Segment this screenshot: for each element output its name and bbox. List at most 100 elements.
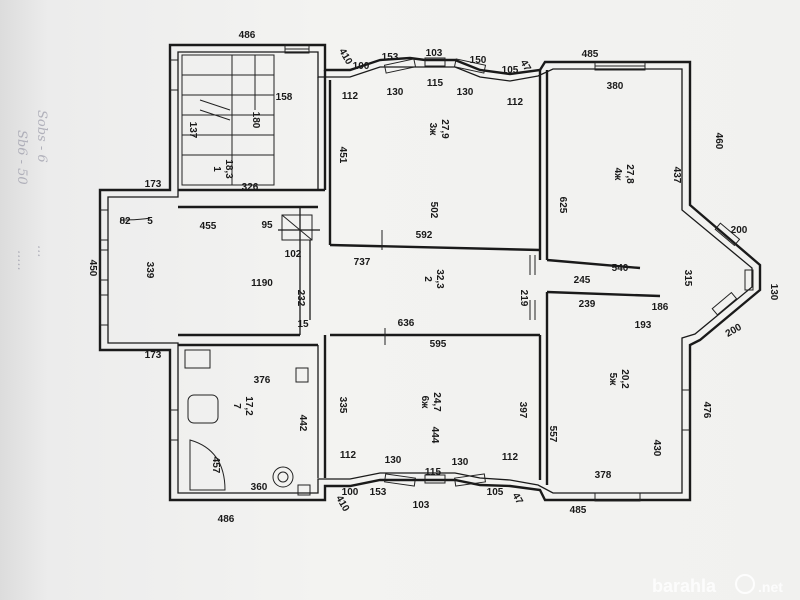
window-dimension: 112 [342,91,359,102]
outer-dimension: 100 [353,61,370,72]
outer-dimension: 485 [570,505,587,516]
interior-dimension: 397 [517,402,528,419]
outer-dimension: 47 [518,58,533,74]
window-dimension: 115 [425,467,442,478]
interior-dimension: 455 [200,221,217,232]
interior-walls [178,70,661,485]
outer-dimension: 486 [218,514,235,525]
interior-dimension: 737 [354,257,371,268]
room-number: 5ж [607,373,618,387]
outer-dimension: 200 [731,225,748,236]
outer-dimension: 130 [768,284,779,301]
room-number: 2 [422,276,433,282]
interior-dimension: 232 [295,290,306,307]
interior-dimension: 380 [607,81,624,92]
interior-dimension: 378 [595,470,612,481]
outer-dimension: 486 [239,30,256,41]
interior-dimension: 360 [251,482,268,493]
interior-dimension: 430 [651,440,662,457]
outer-dimension: 105 [502,65,519,76]
outer-dimension: 200 [724,322,744,340]
interior-dimension: 502 [428,202,439,219]
outer-dimension: 173 [145,350,162,361]
svg-text:.net: .net [758,579,783,595]
interior-dimension: 239 [579,299,596,310]
interior-dimension: 437 [671,167,682,184]
interior-dimension: 95 [261,220,273,231]
room-area: 18,3 [223,159,234,179]
interior-dimension: 5 [147,216,153,227]
window-dimension: 130 [387,87,404,98]
svg-text:Sobs - 6: Sobs - 6 [34,110,49,163]
room-number: 7 [231,403,242,409]
interior-dimension: 193 [635,320,652,331]
interior-dimension: 180 [250,112,261,129]
interior-dimension: 540 [612,263,629,274]
outer-dimension: 173 [145,179,162,190]
room-number: 6ж [419,396,430,410]
outer-dimension: 450 [87,260,98,277]
interior-dimension: 457 [210,457,221,474]
window-dimension: 112 [507,97,524,108]
interior-dimension: 15 [297,319,309,330]
outer-dimension: 460 [713,133,724,150]
outer-dimension: 103 [426,48,443,59]
room-area: 20,2 [619,369,630,389]
svg-text:.....: ..... [14,250,29,271]
interior-dimension: 442 [297,415,308,432]
svg-text:Sb6 - 50: Sb6 - 50 [14,130,29,185]
bathroom-fixtures [184,349,311,496]
window-dimension: 112 [340,450,357,461]
interior-dimension: 315 [682,270,693,287]
interior-dimension: 326 [242,182,259,193]
outer-dimension: 153 [382,52,399,63]
outer-dimension: 153 [370,487,387,498]
interior-dimension: 158 [276,92,293,103]
room-area: 17,2 [243,396,254,416]
outer-dimension: 476 [701,402,712,419]
interior-dimension: 245 [574,275,591,286]
outer-dimension: 410 [336,47,354,67]
interior-dimension: 102 [285,249,302,260]
room-area: 32,3 [434,269,445,289]
windows [99,44,754,502]
interior-dimension: 137 [187,122,198,139]
room-number: 1 [211,166,222,172]
staircase [181,54,313,241]
dimension-labels: 4864864501731734104104854854604761302002… [87,30,779,525]
outer-dimension: 100 [342,487,359,498]
interior-dimension: 595 [430,339,447,350]
handwritten-notes: Sobs - 6 Sb6 - 50 ... ..... [14,110,49,271]
window-dimension: 130 [452,457,469,468]
svg-text:barahla: barahla [652,576,717,596]
interior-dimension: 339 [144,262,155,279]
outer-walls [98,43,762,502]
room-area: 27,9 [439,119,450,139]
interior-dimension: 1190 [251,278,273,289]
outer-dimension: 103 [413,500,430,511]
interior-dimension: 335 [337,397,348,414]
interior-dimension: 376 [254,375,271,386]
room-number: 4ж [612,168,623,182]
room-number: 3ж [427,123,438,137]
svg-text:...: ... [34,245,49,257]
outer-dimension: 150 [470,55,487,66]
interior-dimension: 186 [652,302,669,313]
interior-dimension: 625 [557,197,568,214]
outer-dimension: 47 [510,491,525,507]
window-dimension: 130 [457,87,474,98]
interior-dimension: 219 [518,290,529,307]
room-area: 27,8 [624,164,635,184]
interior-dimension: 557 [547,426,558,443]
window-dimension: 112 [502,452,519,463]
outer-dimension: 105 [487,487,504,498]
window-dimension: 130 [385,455,402,466]
interior-dimension: 636 [398,318,415,329]
interior-dimension: 82 [119,216,131,227]
watermark: barahla .net [652,574,783,596]
interior-dimension: 444 [429,427,440,444]
doors [119,217,536,345]
room-area: 24,7 [431,392,442,412]
